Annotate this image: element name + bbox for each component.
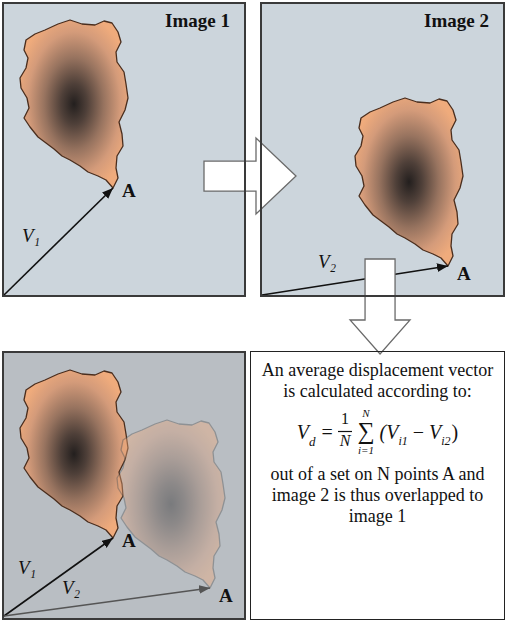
overlap-panel: [3, 352, 245, 619]
formula-part: N: [340, 433, 351, 449]
particle-shape: [20, 20, 128, 188]
description-text: out of a set on N points A and image 2 i…: [251, 464, 504, 527]
panel-title: Image 1: [4, 4, 244, 32]
formula: Vd=1NN∑i=1(Vi1−Vi2): [251, 408, 504, 458]
panel-title: Image 2: [262, 4, 503, 32]
position-vector: [4, 588, 210, 616]
formula-part: i1: [398, 435, 407, 447]
formula-part: ): [452, 422, 459, 442]
description-text: An average displacement vector is calcul…: [251, 360, 504, 402]
image-panel: Image 2: [260, 2, 505, 297]
block-arrow: [204, 138, 296, 214]
formula-part: i2: [441, 435, 450, 447]
formula-part: −: [413, 422, 424, 442]
particle-shape: [355, 98, 463, 266]
formula-part: (V: [380, 422, 399, 442]
explanation-box: An average displacement vector is calcul…: [250, 351, 505, 620]
formula-part: V: [297, 422, 309, 442]
panel-ground: [260, 2, 505, 297]
image-panel: Image 1: [2, 2, 246, 297]
ghost-particle: [117, 420, 225, 588]
point-label: A: [122, 181, 136, 202]
block-arrow: [350, 259, 410, 354]
formula-part: d: [309, 435, 316, 448]
vector-label: V₁: [22, 226, 40, 247]
point-label: A: [122, 531, 136, 552]
point-label: A: [219, 586, 233, 607]
formula-part: N: [362, 408, 369, 419]
position-vector: [4, 188, 113, 295]
vector-label: V₂: [62, 578, 80, 599]
panel-ground: [250, 351, 505, 620]
formula-part: ∑: [357, 419, 374, 443]
position-vector: [262, 266, 448, 295]
formula-part: 1: [341, 411, 349, 427]
particle-shape: [20, 370, 128, 538]
formula-part: =: [321, 422, 332, 442]
panel-ground: [2, 2, 246, 297]
point-label: A: [457, 264, 471, 285]
formula-part: i=1: [358, 445, 374, 456]
formula-part: V: [429, 422, 441, 442]
vector-label: V₂: [318, 252, 336, 273]
vector-label: V₁: [18, 558, 36, 579]
position-vector: [4, 538, 113, 616]
